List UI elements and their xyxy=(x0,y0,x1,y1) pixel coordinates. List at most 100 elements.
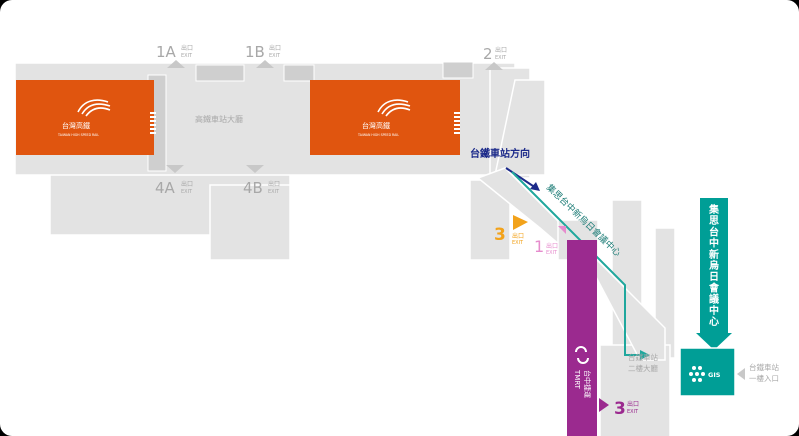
exit-triangle-icon xyxy=(246,165,264,173)
exit-4a-en: EXIT xyxy=(181,189,193,195)
exit-4b-en: EXIT xyxy=(268,189,280,195)
exit-1a-en: EXIT xyxy=(181,53,193,59)
concourse-east-wing xyxy=(494,79,546,176)
hsr-platform-left xyxy=(16,80,154,155)
hsr-logo-sub: TAIWAN HIGH SPEED RAIL xyxy=(57,133,99,137)
exit-2-chu: 出口 xyxy=(495,46,507,54)
tmrt-en: TMRT xyxy=(573,369,581,390)
hsr-logo-name: 台灣高鐵 xyxy=(62,121,90,130)
entrance-arrow-icon xyxy=(737,368,745,380)
exit-1a-id: 1A xyxy=(156,43,177,61)
exit-4a-chu: 出口 xyxy=(181,180,193,188)
exit-3-orange-en: EXIT xyxy=(512,240,524,246)
exit-3-orange-id: 3 xyxy=(494,225,506,245)
hsr-platform-right xyxy=(310,80,460,155)
banner-char: 集 xyxy=(708,203,720,216)
tmrt-zh: 台中捷運 xyxy=(583,370,592,398)
hsr-logo-name: 台灣高鐵 xyxy=(362,121,390,130)
floor-block-tra-lobby xyxy=(599,344,671,436)
platform-tick xyxy=(454,112,460,114)
exit-1-pink-chu: 出口 xyxy=(546,242,558,250)
exit-1-pink-en: EXIT xyxy=(546,250,558,256)
concourse-ledge-2 xyxy=(283,64,315,82)
taiwan-hsr-logo-icon xyxy=(377,99,411,117)
platform-tick xyxy=(150,120,156,122)
exit-triangle-icon xyxy=(166,165,184,173)
platform-tick xyxy=(150,116,156,118)
exit-triangle-icon xyxy=(256,60,274,68)
exit-triangle-icon xyxy=(167,60,185,68)
tra-lobby-2f-line1: 台鐵車站 xyxy=(628,352,658,362)
gis-banner-body xyxy=(700,198,728,333)
concourse-ledge-3 xyxy=(442,61,474,79)
hsr-logo-sub: TAIWAN HIGH SPEED RAIL xyxy=(357,133,399,137)
exit-3-orange-chu: 出口 xyxy=(512,232,524,240)
exit-1b-id: 1B xyxy=(245,43,265,61)
exit-triangle-icon xyxy=(599,398,609,412)
exit-1a: 1A 出口 EXIT xyxy=(156,43,193,68)
platform-tick xyxy=(454,132,460,134)
tmrt-corridor xyxy=(567,240,597,436)
teal-route-line xyxy=(511,171,642,356)
exit-1-pink: 1 出口 EXIT xyxy=(534,226,566,256)
banner-char: 日 xyxy=(709,271,719,283)
concourse-ledge-1 xyxy=(195,64,245,82)
exit-1b-chu: 出口 xyxy=(269,44,281,52)
navy-arrow-shaft xyxy=(505,167,537,189)
gis-logo-icon xyxy=(689,366,705,382)
exit-3-purple-en: EXIT xyxy=(627,409,639,415)
platform-tick xyxy=(150,124,156,126)
exit-3-purple: 3 出口 EXIT xyxy=(599,398,639,419)
exit-1b-en: EXIT xyxy=(269,53,281,59)
exit-4a: 4A 出口 EXIT xyxy=(155,165,193,197)
banner-char: 議 xyxy=(709,293,719,306)
exit-3-purple-id: 3 xyxy=(614,399,626,419)
exit-3-orange: 3 出口 EXIT xyxy=(494,215,528,246)
platform-tick xyxy=(454,116,460,118)
floor-block-lower-mid xyxy=(209,184,291,261)
tra-1f-line1: 台鐵車站 xyxy=(749,362,779,372)
exit-1b: 1B 出口 EXIT xyxy=(245,43,281,68)
banner-char: 心 xyxy=(709,316,719,328)
gis-banner-text: 集思台中新烏日會議中心 xyxy=(708,203,720,328)
tmrt-logo: TMRT 台中捷運 xyxy=(573,346,592,398)
banner-char: 中 xyxy=(709,304,719,317)
banner-char: 中 xyxy=(709,237,719,250)
platform-tick xyxy=(454,120,460,122)
tra-direction-label: 台鐵車站方向 xyxy=(470,147,530,160)
platform-tick xyxy=(150,112,156,114)
tra-direction-arrow xyxy=(505,167,540,191)
exit-4b-id: 4B xyxy=(243,179,263,197)
exit-2: 2 出口 EXIT xyxy=(483,45,507,70)
exit-triangle-icon xyxy=(558,226,566,234)
exit-2-id: 2 xyxy=(483,45,493,63)
arrow-down-icon xyxy=(696,333,732,350)
banner-char: 新 xyxy=(709,248,719,261)
exit-1-pink-id: 1 xyxy=(534,237,544,256)
exit-4b-chu: 出口 xyxy=(268,180,280,188)
banner-char: 思 xyxy=(709,215,719,227)
taiwan-hsr-logo-icon xyxy=(77,99,111,117)
platform-tick xyxy=(150,128,156,130)
platform-tick xyxy=(454,124,460,126)
exit-2-en: EXIT xyxy=(495,55,507,61)
walkway-route-arrow xyxy=(511,171,650,360)
banner-char: 會 xyxy=(708,281,720,294)
exit-4a-id: 4A xyxy=(155,179,176,197)
hall-label: 高鐵車站大廳 xyxy=(195,114,243,124)
gis-building-block xyxy=(679,347,736,397)
platform-tick xyxy=(454,128,460,130)
banner-char: 烏 xyxy=(709,259,719,272)
exit-1a-chu: 出口 xyxy=(181,44,193,52)
arrow-head-icon xyxy=(640,350,650,360)
gis-building: GIS xyxy=(679,347,736,397)
tmrt-logo-icon xyxy=(575,346,589,364)
exit-triangle-icon xyxy=(485,62,503,70)
platform-ticks xyxy=(150,112,460,134)
exit-3-purple-chu: 出口 xyxy=(627,400,639,408)
tra-lobby-2f-line2: 二樓大廳 xyxy=(628,363,658,373)
tra-1f-line2: 一樓入口 xyxy=(749,373,779,383)
arrow-head-icon xyxy=(530,182,540,191)
